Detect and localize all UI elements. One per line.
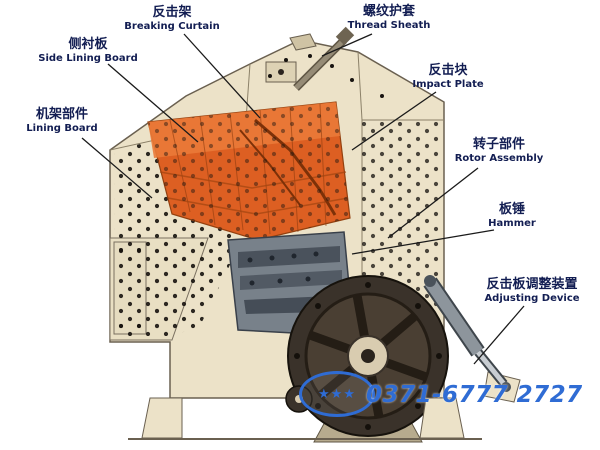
label-en: Impact Plate — [412, 78, 484, 90]
thread-sheath-part — [265, 26, 384, 98]
label-side-lining-board: 侧衬板 Side Lining Board — [38, 37, 138, 64]
label-thread-sheath: 螺纹护套 Thread Sheath — [347, 4, 431, 31]
label-cn: 转子部件 — [472, 137, 525, 152]
label-cn: 机架部件 — [35, 107, 88, 122]
label-en: Hammer — [488, 217, 536, 229]
label-en: Adjusting Device — [484, 292, 580, 304]
label-cn: 反击块 — [428, 63, 468, 78]
label-hammer: 板锤 Hammer — [488, 202, 536, 229]
label-cn: 螺纹护套 — [362, 4, 416, 19]
star-icon: ★★★ — [318, 386, 356, 402]
label-cn: 反击架 — [152, 5, 192, 20]
machine-base — [128, 397, 482, 440]
flywheel — [287, 275, 449, 437]
leader-lines — [81, 33, 525, 365]
label-breaking-curtain: 反击架 Breaking Curtain — [124, 5, 220, 32]
label-adjusting-device: 反击板调整装置 Adjusting Device — [484, 277, 580, 304]
hammer-bar — [240, 270, 342, 290]
brand-logo: ★★★ — [299, 371, 375, 417]
label-en: Thread Sheath — [347, 19, 431, 31]
label-impact-plate: 反击块 Impact Plate — [412, 63, 484, 90]
impact-chamber — [147, 101, 351, 241]
label-en: Lining Board — [26, 122, 98, 134]
label-en: Side Lining Board — [38, 52, 138, 64]
hammer-bar — [238, 246, 340, 268]
label-en: Breaking Curtain — [124, 20, 220, 32]
adjusting-device-part — [423, 275, 521, 403]
label-lining-board: 机架部件 Lining Board — [26, 107, 98, 134]
label-cn: 反击板调整装置 — [486, 277, 578, 292]
phone-number: 0371-6777 2727 — [366, 382, 583, 408]
label-cn: 侧衬板 — [68, 37, 108, 52]
label-cn: 板锤 — [498, 202, 526, 217]
label-rotor-assembly: 转子部件 Rotor Assembly — [454, 137, 544, 164]
label-en: Rotor Assembly — [454, 152, 544, 164]
